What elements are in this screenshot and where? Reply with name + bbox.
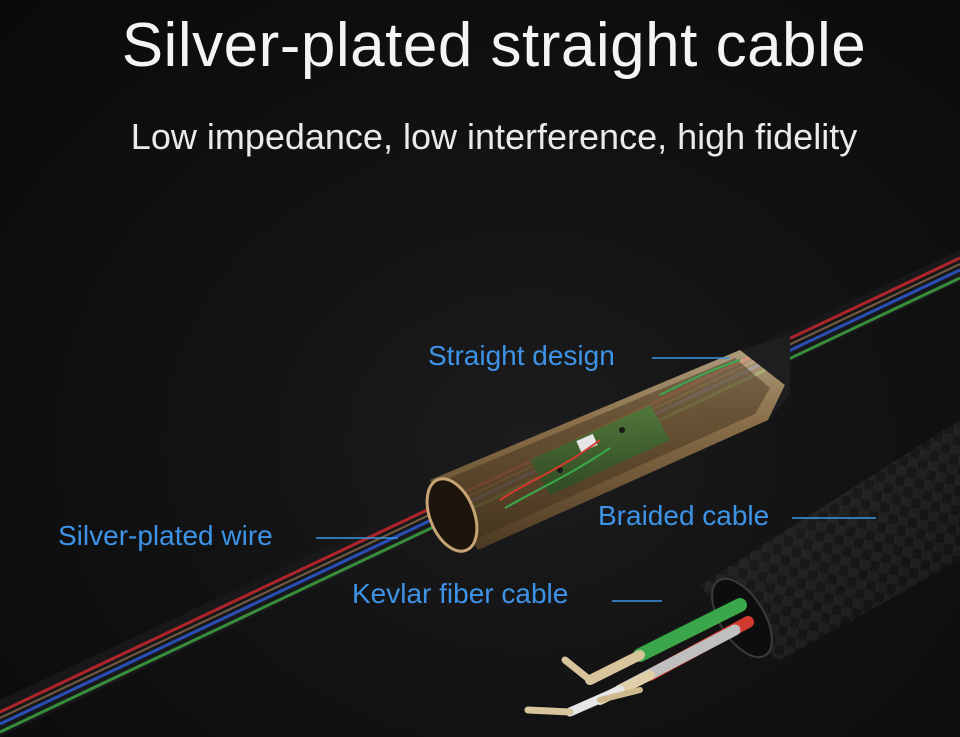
callout-leader-lines	[316, 357, 876, 602]
straight-connector	[425, 335, 790, 553]
callout-straight-design: Straight design	[428, 340, 615, 371]
page-title: Silver-plated straight cable	[121, 11, 867, 80]
callout-braided-cable: Braided cable	[598, 500, 770, 531]
page-subtitle: Low impedance, low interference, high fi…	[130, 116, 858, 157]
exposed-wires	[524, 598, 754, 717]
callout-silver-plated-wire: Silver-plated wire	[58, 520, 273, 551]
callout-kevlar-fiber-cable: Kevlar fiber cable	[352, 578, 569, 609]
braided-cable	[700, 420, 960, 660]
